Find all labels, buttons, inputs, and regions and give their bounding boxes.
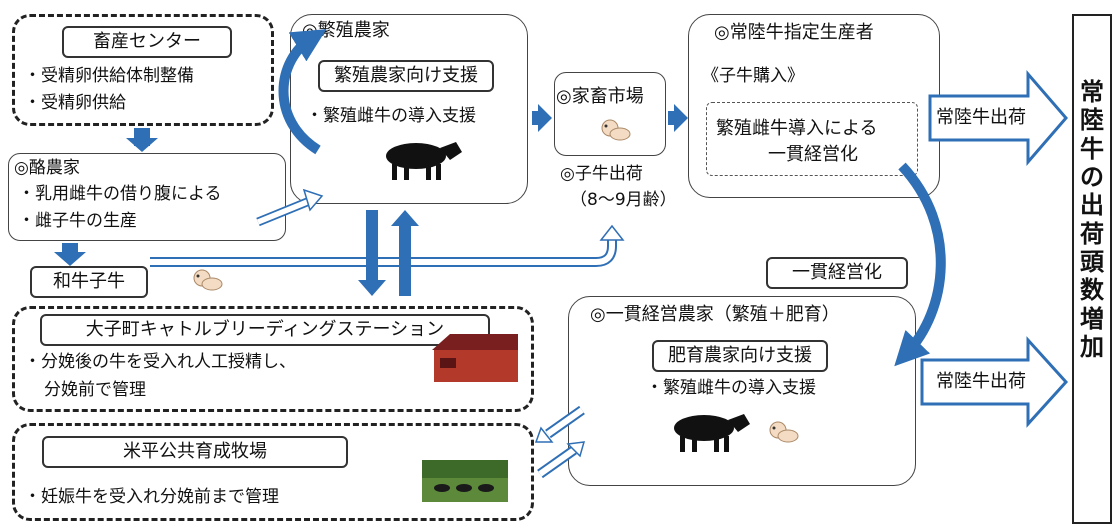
dairy-farm-box (8, 153, 286, 241)
breeding-farm-support: 繁殖農家向け支援 (318, 60, 494, 92)
shipment-bottom-label: 常陸牛出荷 (936, 371, 1026, 392)
integrated-farm-title: ◎一貫経営農家（繁殖＋肥育） (590, 304, 840, 325)
dairy-farm-item-1: ・乳用雌牛の借り腹による (18, 184, 222, 204)
wagyu-calf-label: 和牛子牛 (30, 266, 148, 298)
livestock-center-title: 畜産センター (62, 26, 232, 58)
integration-line-2: 一貫経営化 (768, 144, 858, 165)
livestock-center-item-1: ・受精卵供給体制整備 (24, 66, 194, 86)
calf-icon (193, 269, 223, 291)
integrated-farm-support: 肥育農家向け支援 (652, 340, 828, 372)
yonehira-ranch-title: 米平公共育成牧場 (42, 436, 348, 468)
market-age: （8〜9月齢） (570, 190, 677, 210)
integrated-farm-item: ・繁殖雌牛の導入支援 (646, 378, 816, 398)
daigo-station-line-1: ・分娩後の牛を受入れ人工授精し、 (24, 352, 296, 372)
yonehira-ranch-line-1: ・妊娠牛を受入れ分娩前まで管理 (24, 487, 279, 507)
daigo-station-title: 大子町キャトルブリーディングステーション (40, 314, 490, 346)
daigo-station-line-2: 分娩前で管理 (44, 380, 146, 400)
market-calf-shipment: ◎子牛出荷 (560, 164, 643, 184)
integration-line-1: 繁殖雌牛導入による (716, 118, 878, 139)
integrated-farm-box (568, 296, 916, 486)
dairy-farm-title: ◎酪農家 (14, 158, 80, 178)
breeding-farm-title: ◎繁殖農家 (302, 20, 390, 41)
market-title: ◎家畜市場 (556, 86, 644, 107)
designated-producer-purchase: 《子牛購入》 (702, 66, 804, 86)
breeding-farm-item: ・繁殖雌牛の導入支援 (306, 106, 476, 126)
goal-text: 常陸牛の出荷頭数増加 (1080, 78, 1104, 361)
integration-inner-box (706, 102, 918, 176)
arrow-breeding-station-exchange (358, 210, 419, 296)
integration-label: 一貫経営化 (766, 257, 908, 289)
market-box (554, 72, 666, 156)
livestock-center-item-2: ・受精卵供給 (24, 93, 126, 113)
designated-producer-title: ◎常陸牛指定生産者 (714, 22, 874, 43)
shipment-top-label: 常陸牛出荷 (936, 107, 1026, 128)
breeding-farm-box (290, 14, 528, 204)
goal-box (1072, 14, 1112, 524)
dairy-farm-item-2: ・雌子牛の生産 (18, 211, 137, 231)
